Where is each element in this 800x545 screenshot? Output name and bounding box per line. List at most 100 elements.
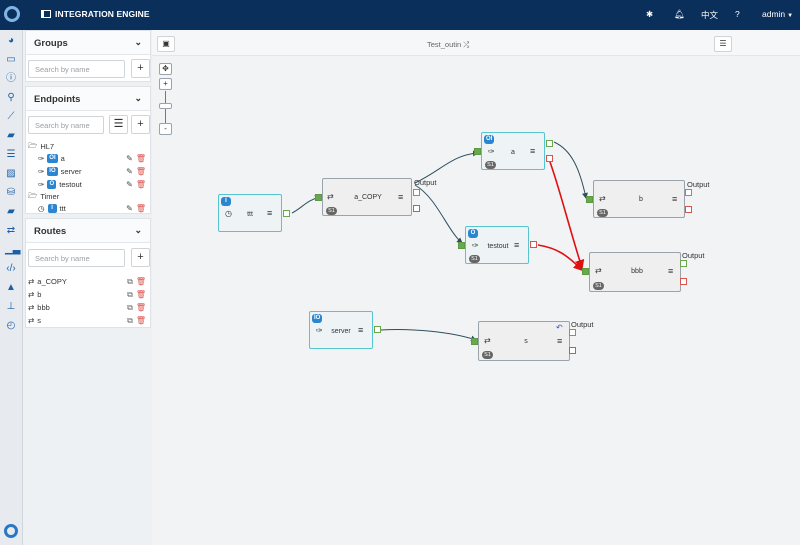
- node-a-copy[interactable]: ⇄ a_COPY ≡ S1: [322, 178, 412, 216]
- gear-icon[interactable]: ✱: [646, 9, 653, 20]
- book-icon[interactable]: ▰: [5, 130, 17, 142]
- port-out-a[interactable]: [546, 140, 553, 147]
- edit-icon[interactable]: ✎: [126, 204, 133, 213]
- node-menu-icon[interactable]: ≡: [398, 192, 403, 202]
- link-acopy-testout[interactable]: [415, 185, 462, 243]
- port-error-testout[interactable]: [530, 241, 537, 248]
- trash-icon[interactable]: 🗑︎: [136, 316, 146, 326]
- app-logo-icon[interactable]: [4, 6, 20, 22]
- dashboard-icon[interactable]: ◕: [5, 35, 17, 47]
- node-menu-icon[interactable]: ≡: [557, 336, 562, 346]
- port-out-s[interactable]: [569, 329, 576, 336]
- add-route-button[interactable]: +: [131, 248, 150, 267]
- brand[interactable]: INTEGRATION ENGINE: [41, 9, 150, 19]
- port-in-bbb[interactable]: [582, 268, 589, 275]
- trash-icon[interactable]: 🗑︎: [136, 167, 146, 176]
- folder-hl7[interactable]: 🗁︎ HL7: [28, 141, 54, 152]
- route-item-s[interactable]: ⇄ s ⧉🗑︎: [28, 315, 150, 326]
- port-in-acopy[interactable]: [315, 194, 322, 201]
- edit-icon[interactable]: ✎: [126, 180, 133, 189]
- node-s[interactable]: ↶ ⇄ s ≡ S1: [478, 321, 570, 361]
- node-menu-icon[interactable]: ≡: [514, 240, 519, 250]
- node-menu-icon[interactable]: ≡: [267, 208, 272, 218]
- book2-icon[interactable]: ▰: [5, 206, 17, 218]
- port-in-a[interactable]: [474, 148, 481, 155]
- trash-icon[interactable]: 🗑︎: [136, 290, 146, 300]
- link-a-bbb[interactable]: [550, 162, 582, 268]
- copy-icon[interactable]: ⧉: [127, 303, 133, 313]
- route-item-b[interactable]: ⇄ b ⧉🗑︎: [28, 289, 150, 300]
- signal-icon[interactable]: ▁▃: [5, 244, 17, 256]
- trash-icon[interactable]: 🗑︎: [136, 277, 146, 287]
- trash-icon[interactable]: 🗑︎: [136, 303, 146, 313]
- endpoints-header[interactable]: Endpoints ⌄: [26, 87, 150, 111]
- code-icon[interactable]: ‹/›: [5, 263, 17, 275]
- endpoint-item-ttt[interactable]: ◷ I ttt ✎🗑︎: [38, 203, 150, 214]
- node-server[interactable]: IO ✑ server ≡: [309, 311, 373, 349]
- image-icon[interactable]: ▨: [5, 168, 17, 180]
- node-menu-icon[interactable]: ≡: [668, 266, 673, 276]
- copy-icon[interactable]: ⧉: [127, 277, 133, 287]
- window-icon[interactable]: ▭: [5, 54, 17, 66]
- port-out-b[interactable]: [685, 189, 692, 196]
- port-error-s[interactable]: [569, 347, 576, 354]
- node-menu-icon[interactable]: ≡: [672, 194, 677, 204]
- clock-icon[interactable]: ◴: [5, 320, 17, 332]
- port-in-testout[interactable]: [458, 242, 465, 249]
- add-group-button[interactable]: +: [131, 59, 150, 78]
- port-out-acopy[interactable]: [413, 189, 420, 196]
- route-item-bbb[interactable]: ⇄ bbb ⧉🗑︎: [28, 302, 150, 313]
- node-bbb[interactable]: ⇄ bbb ≡ S1: [589, 252, 681, 292]
- node-menu-icon[interactable]: ≡: [530, 146, 535, 156]
- routes-search-input[interactable]: Search by name: [28, 249, 125, 267]
- database-icon[interactable]: ⛁: [5, 187, 17, 199]
- port-error-bbb[interactable]: [680, 278, 687, 285]
- edit-icon[interactable]: ✎: [126, 167, 133, 176]
- transfer-icon[interactable]: ⇄: [5, 225, 17, 237]
- user-menu[interactable]: admin▼: [762, 9, 793, 19]
- chevron-down-icon[interactable]: ⌄: [134, 93, 142, 104]
- link-server-s[interactable]: [380, 329, 476, 340]
- language-toggle[interactable]: 中文: [701, 9, 718, 21]
- info-icon[interactable]: ⓘ: [5, 73, 17, 85]
- question-icon[interactable]: ?: [735, 9, 740, 19]
- node-b[interactable]: ⇄ b ≡ S1: [593, 180, 685, 218]
- list-icon[interactable]: ☰: [5, 149, 17, 161]
- trash-icon[interactable]: 🗑︎: [136, 204, 146, 213]
- footer-logo-icon[interactable]: [4, 524, 18, 538]
- bell-icon[interactable]: 🔔︎: [674, 9, 685, 20]
- groups-header[interactable]: Groups ⌄: [26, 31, 150, 55]
- undo-icon[interactable]: ↶: [556, 323, 563, 332]
- sitemap-icon[interactable]: ⊥: [5, 301, 17, 313]
- endpoints-search-input[interactable]: Search by name: [28, 116, 104, 134]
- chart-icon[interactable]: ⟋: [5, 111, 17, 123]
- copy-icon[interactable]: ⧉: [127, 290, 133, 300]
- endpoint-item-a[interactable]: ✑ OI a ✎🗑︎: [38, 153, 150, 164]
- node-ttt[interactable]: I ◷ ttt ≡: [218, 194, 282, 232]
- endpoint-item-testout[interactable]: ✑ O testout ✎🗑︎: [38, 179, 150, 190]
- port-out-server[interactable]: [374, 326, 381, 333]
- node-testout[interactable]: O ✑ testout ≡ S1: [465, 226, 529, 264]
- node-menu-icon[interactable]: ≡: [358, 325, 363, 335]
- node-a[interactable]: OI ✑ a ≡ S1: [481, 132, 545, 170]
- port-error-a[interactable]: [546, 155, 553, 162]
- list-view-button[interactable]: ☰: [109, 115, 128, 134]
- port-in-b[interactable]: [586, 196, 593, 203]
- route-item-a-copy[interactable]: ⇄ a_COPY ⧉🗑︎: [28, 276, 150, 287]
- edit-icon[interactable]: ✎: [126, 154, 133, 163]
- port-out-ttt[interactable]: [283, 210, 290, 217]
- chevron-down-icon[interactable]: ⌄: [134, 37, 142, 48]
- port-error-acopy[interactable]: [413, 205, 420, 212]
- search-icon[interactable]: ⚲: [5, 92, 17, 104]
- add-endpoint-button[interactable]: +: [131, 115, 150, 134]
- endpoint-item-server[interactable]: ✑ IO server ✎🗑︎: [38, 166, 150, 177]
- chevron-down-icon[interactable]: ⌄: [134, 225, 142, 236]
- port-in-s[interactable]: [471, 338, 478, 345]
- port-error-b[interactable]: [685, 206, 692, 213]
- flow-canvas[interactable]: ▣ Test_outin ⤮ ☰ ✥ + - I ◷ ttt ≡ ⇄ a_COP…: [152, 30, 800, 545]
- trash-icon[interactable]: 🗑︎: [136, 180, 146, 189]
- folder-timer[interactable]: 🗁︎ Timer: [28, 191, 59, 202]
- port-out-bbb[interactable]: [680, 260, 687, 267]
- trash-icon[interactable]: 🗑︎: [136, 154, 146, 163]
- warning-icon[interactable]: ▲: [5, 282, 17, 294]
